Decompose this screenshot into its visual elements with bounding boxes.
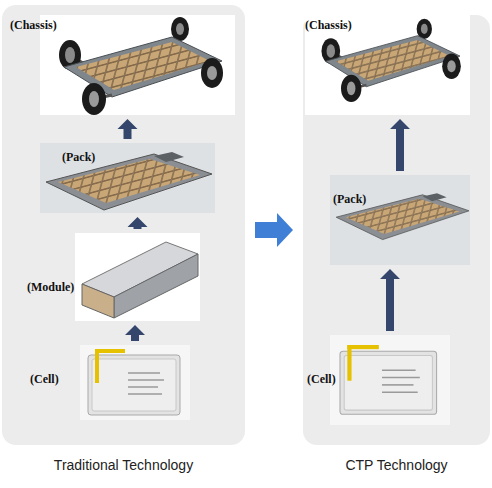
level-label: (Cell)	[307, 372, 336, 387]
module-top	[82, 242, 198, 297]
panel-caption: Traditional Technology	[0, 457, 265, 473]
transition-arrow	[255, 213, 293, 247]
cell-illustration	[88, 349, 180, 415]
assembly-arrow	[128, 217, 148, 229]
level-label: (Chassis)	[305, 18, 352, 33]
cell-box: (Cell)	[80, 345, 190, 420]
chassis-illustration	[59, 17, 223, 115]
chassis-box: (Chassis)	[40, 15, 235, 115]
technology-panel: Traditional Technology(Chassis)(Pack)(Mo…	[2, 5, 245, 445]
level-label: (Cell)	[30, 372, 59, 387]
pack-box: (Pack)	[40, 143, 215, 213]
level-label: (Pack)	[333, 192, 366, 207]
level-label: (Chassis)	[10, 18, 57, 33]
assembly-arrow	[390, 119, 410, 171]
cell-illustration	[340, 345, 437, 414]
chassis-illustration	[321, 19, 460, 102]
assembly-arrow	[380, 269, 400, 331]
technology-panel: CTP Technology(Chassis)(Pack)(Cell)	[303, 15, 490, 445]
pack-illustration	[336, 193, 469, 239]
chassis-box: (Chassis)	[305, 15, 470, 115]
level-label: (Pack)	[62, 150, 95, 165]
cell-box: (Cell)	[330, 335, 450, 425]
pack-illustration	[46, 152, 212, 210]
pack-box: (Pack)	[330, 175, 470, 265]
module-end	[82, 284, 114, 318]
module-side	[114, 254, 198, 318]
assembly-arrow	[125, 325, 145, 341]
assembly-arrow	[118, 119, 138, 139]
panel-caption: CTP Technology	[283, 457, 492, 473]
module-box: (Module)	[75, 233, 200, 321]
level-label: (Module)	[27, 280, 74, 295]
